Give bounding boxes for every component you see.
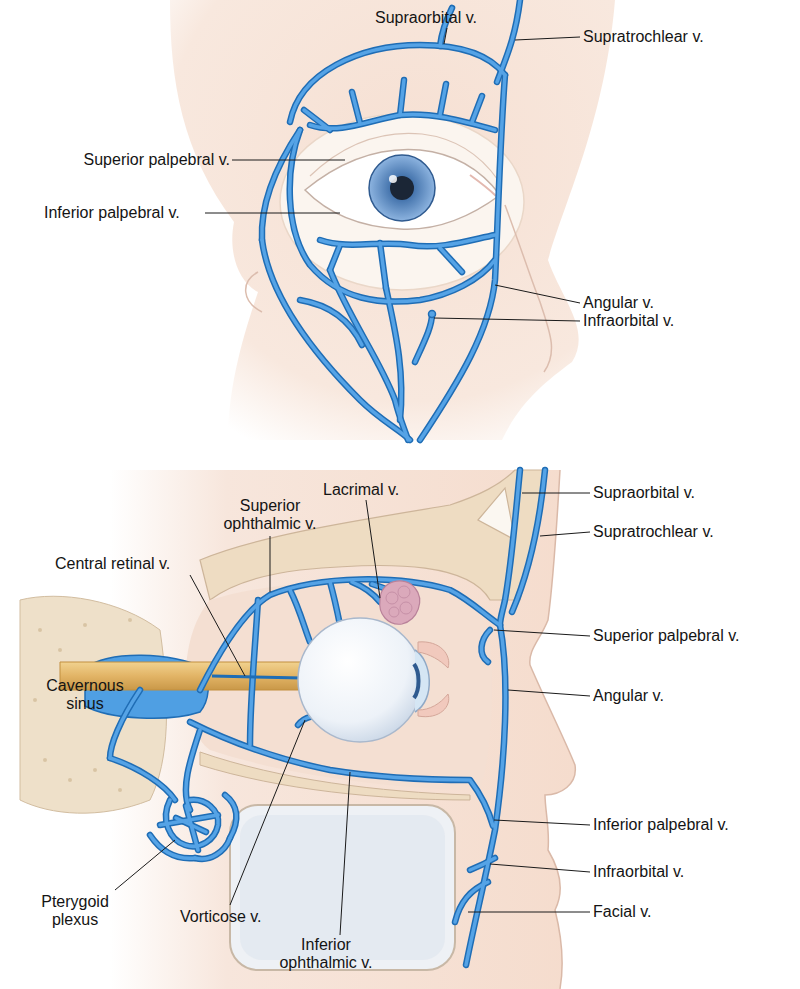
structure-label: Inferior ophthalmic v. [268,936,384,972]
structure-label: Facial v. [593,903,651,921]
face-front-view [170,0,615,440]
structure-label: Angular v. [593,687,664,705]
structure-label: Inferior palpebral v. [44,204,180,222]
structure-label: Infraorbital v. [593,863,684,881]
structure-label: Superior palpebral v. [593,627,739,645]
orbit-sagittal-section [20,470,575,989]
structure-label: Superior palpebral v. [70,151,230,169]
structure-label: Cavernous sinus [40,677,130,713]
structure-label: Supraorbital v. [375,9,477,27]
structure-label: Infraorbital v. [583,312,674,330]
structure-label: Lacrimal v. [323,481,399,499]
structure-label: Superior ophthalmic v. [212,497,328,533]
structure-label: Inferior palpebral v. [593,816,729,834]
structure-label: Angular v. [583,294,654,312]
structure-label: Supratrochlear v. [593,523,714,541]
structure-label: Vorticose v. [180,908,262,926]
structure-label: Supraorbital v. [593,484,695,502]
structure-label: Central retinal v. [55,555,170,573]
structure-label: Supratrochlear v. [583,28,704,46]
structure-label: Pterygoid plexus [30,893,120,929]
